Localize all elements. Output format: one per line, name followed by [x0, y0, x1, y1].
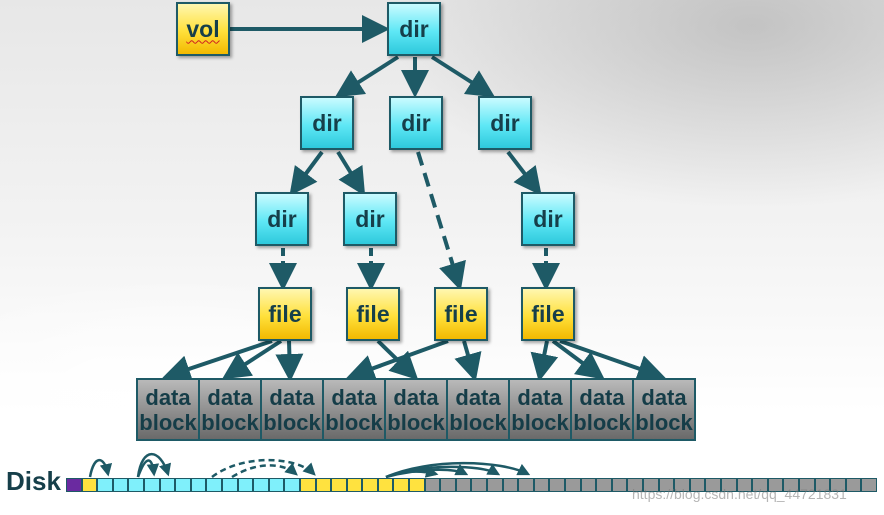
disk-cell-data	[845, 478, 862, 492]
file-node-1: file	[258, 287, 312, 341]
disk-cell-data	[440, 478, 456, 492]
vol-node: vol	[176, 2, 230, 56]
disk-cell-file	[362, 478, 378, 492]
disk-cell-dir	[253, 478, 269, 492]
disk-cell-data	[658, 478, 675, 492]
dir-node-d: dir	[255, 192, 309, 246]
disk-arc-3	[136, 459, 160, 478]
dir-node-b: dir	[389, 96, 443, 150]
disk-cell-dir	[97, 478, 113, 492]
disk-cell-data	[627, 478, 643, 492]
disk-cell-data	[533, 478, 550, 492]
disk-label: Disk	[6, 466, 61, 496]
edge-root-dir-a	[334, 55, 400, 98]
watermark: https://blog.csdn.net/qq_44721831	[632, 486, 847, 502]
disk-cell-dir	[112, 478, 129, 492]
edge-file4-b9	[559, 339, 666, 382]
file-node-2: file	[346, 287, 400, 341]
disk-cell-data	[518, 478, 534, 492]
disk-cell-data	[565, 478, 581, 492]
disk-cell-data	[611, 478, 628, 492]
disk-cell-data	[798, 478, 815, 492]
disk-cell-file	[81, 478, 98, 492]
disk-cell-data	[767, 478, 784, 492]
disk-cell-data	[830, 478, 846, 492]
disk-cell-dir	[284, 478, 300, 492]
edge-file4-b8	[551, 339, 605, 380]
disk-cell-dir	[159, 478, 176, 492]
disk-cell-dir	[221, 478, 238, 492]
disk-cell-data	[487, 478, 503, 492]
edge-file4-b7	[530, 340, 559, 382]
disk-arc-1	[88, 458, 113, 478]
disk-cell-data	[689, 478, 706, 492]
disk-cell-data	[642, 478, 659, 492]
disk-cell-file	[331, 478, 347, 492]
disk-cell-data	[814, 478, 831, 492]
dir-node-e: dir	[343, 192, 397, 246]
disk-cell-dir	[206, 478, 222, 492]
file-node-3: file	[434, 287, 488, 341]
disk-arc-5	[231, 462, 298, 479]
edge-dir-b-file3	[416, 151, 466, 291]
edge-file3-b6	[454, 340, 482, 382]
disk-cell-data	[471, 478, 488, 492]
disk-cell-data	[580, 478, 597, 492]
file-node-4: file	[521, 287, 575, 341]
edge-file1-b2	[221, 339, 283, 380]
disk-cell-dir	[128, 478, 144, 492]
disk-cell-data	[752, 478, 768, 492]
disk-cell-data	[705, 478, 721, 492]
disk-cell-data	[783, 478, 799, 492]
edge-root-dir-c	[430, 55, 496, 98]
disk-cell-file	[315, 478, 332, 492]
disk-cell-data	[720, 478, 737, 492]
disk-cell-data	[549, 478, 565, 492]
disk-cell-file	[346, 478, 363, 492]
edge-dir-c-f	[506, 150, 542, 196]
dir-node-a: dir	[300, 96, 354, 150]
disk-cell-file	[393, 478, 410, 492]
disk-cell-file	[377, 478, 394, 492]
disk-cell-data	[455, 478, 472, 492]
disk-arc-4	[211, 458, 316, 478]
disk-cell-data	[674, 478, 690, 492]
disk-cell-dir	[268, 478, 285, 492]
disk-cell-data	[736, 478, 753, 492]
disk-cell-data	[424, 478, 441, 492]
disk-cell-file	[409, 478, 425, 492]
disk-cell-super	[66, 478, 82, 492]
disk-cell-file	[299, 478, 316, 492]
disk-cell-dir	[143, 478, 160, 492]
edge-dir-a-d	[289, 150, 324, 196]
disk-cell-dir	[237, 478, 254, 492]
disk-cell-dir	[175, 478, 191, 492]
edge-dir-a-e	[336, 150, 366, 197]
dir-node-root: dir	[387, 2, 441, 56]
disk-cell-data	[596, 478, 612, 492]
disk-cell-dir	[190, 478, 207, 492]
disk-bar	[66, 478, 877, 492]
dir-node-f: dir	[521, 192, 575, 246]
dir-node-c: dir	[478, 96, 532, 150]
disk-arc-9	[385, 465, 439, 479]
disk-arc-2	[136, 453, 172, 478]
edge-file3-b4	[346, 339, 449, 382]
disk-cell-data	[861, 478, 877, 492]
edge-file1-b3	[275, 340, 304, 382]
disk-cell-data	[502, 478, 519, 492]
edge-file1-b1	[162, 339, 273, 383]
